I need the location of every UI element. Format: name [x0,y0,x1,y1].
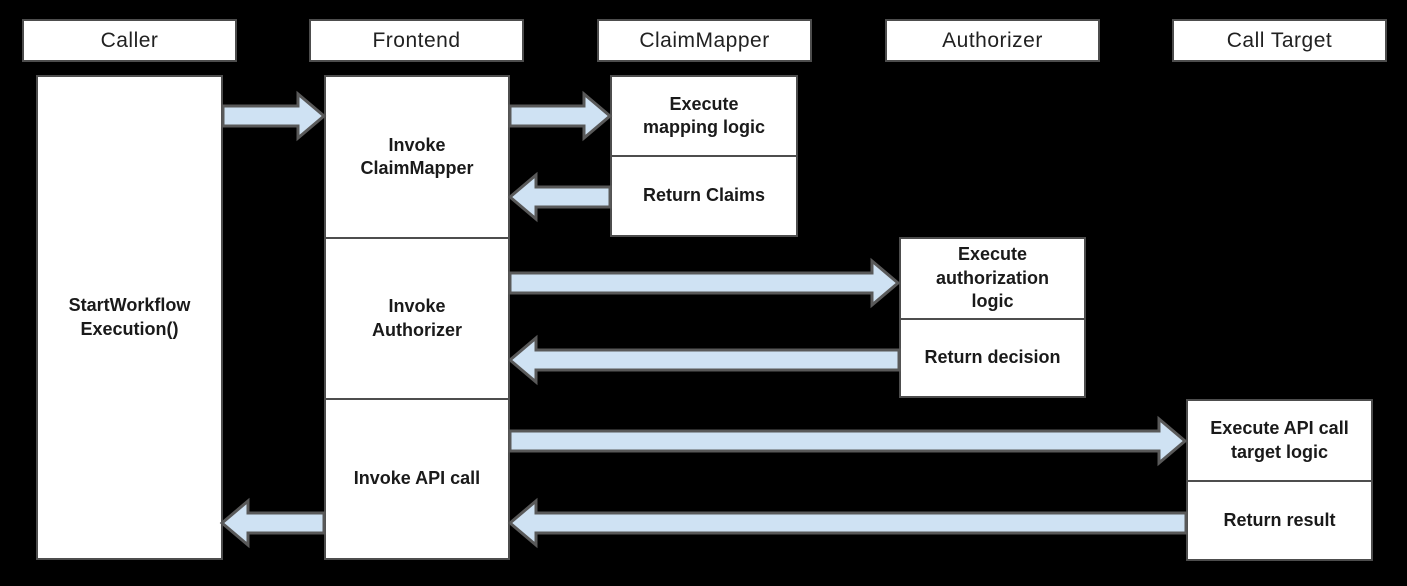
participant-header-frontend: Frontend [309,19,524,62]
arrow-caller-to-frontend [221,90,327,142]
step-return-claims: Return Claims [612,155,796,235]
step-invoke-claimmapper: Invoke ClaimMapper [360,134,474,178]
activation-caller: StartWorkflow Execution() [36,75,223,560]
participant-label: Authorizer [942,28,1043,52]
participant-label: ClaimMapper [639,28,770,52]
arrow-authorizer-return-to-frontend [507,334,901,386]
step-execute-api-call-target-logic: Execute API call target logic [1210,418,1349,462]
participant-header-caller: Caller [22,19,237,62]
arrow-frontend-to-authorizer [508,257,901,309]
step-invoke-authorizer: Invoke Authorizer [326,237,508,398]
arrow-call-target-return-to-frontend [507,497,1188,549]
step-return-result: Return result [1188,480,1371,559]
activation-authorizer: Execute authorization logic Return decis… [899,237,1086,398]
step-execute-authorization-logic: Execute authorization logic [936,244,1049,312]
activation-frontend: Invoke ClaimMapper Invoke Authorizer Inv… [324,75,510,560]
arrow-frontend-return-to-caller [219,497,326,549]
step-return-decision: Return decision [901,318,1084,396]
step-execute-mapping-logic: Execute mapping logic [642,93,765,137]
arrow-frontend-to-call-target [508,415,1188,467]
participant-header-claimmapper: ClaimMapper [597,19,812,62]
participant-header-call-target: Call Target [1172,19,1387,62]
participant-label: Frontend [372,28,461,52]
arrow-frontend-to-claimmapper [508,90,613,142]
activation-call-target: Execute API call target logic Return res… [1186,399,1373,561]
participant-label: Caller [100,28,159,52]
participant-label: Call Target [1226,28,1333,52]
step-invoke-api-call: Invoke API call [326,398,508,558]
step-start-workflow-execution: StartWorkflow Execution() [68,295,191,339]
activation-claimmapper: Execute mapping logic Return Claims [610,75,798,237]
participant-header-authorizer: Authorizer [885,19,1100,62]
arrow-claimmapper-return-to-frontend [507,171,612,223]
